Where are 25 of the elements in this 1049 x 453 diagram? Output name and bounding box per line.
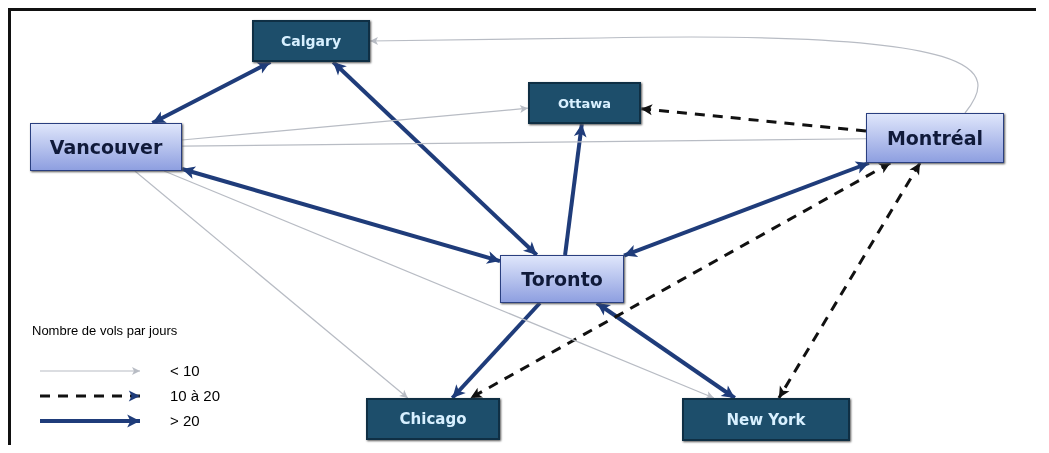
flight-arrow — [163, 170, 715, 399]
flight-arrow — [369, 36, 979, 114]
city-box: Vancouver — [30, 123, 182, 171]
flight-arrow — [331, 60, 539, 257]
flight-arrow — [469, 161, 892, 400]
legend-label: < 10 — [170, 362, 200, 379]
flight-arrow — [640, 104, 867, 133]
flight-arrow — [595, 301, 736, 400]
flight-arrow — [777, 162, 922, 399]
legend-label: 10 à 20 — [170, 387, 221, 404]
flight-arrow — [563, 123, 587, 256]
city-box: Ottawa — [528, 82, 641, 124]
flight-arrow — [134, 170, 409, 399]
flight-arrow — [181, 166, 501, 264]
flight-arrow — [450, 301, 542, 400]
flight-arrow — [181, 104, 529, 141]
city-box: Toronto — [500, 255, 624, 303]
city-box: Montréal — [866, 113, 1004, 163]
city-box: Calgary — [252, 20, 370, 62]
flight-arrow — [151, 60, 272, 125]
legend-label: > 20 — [170, 412, 200, 429]
city-box: New York — [682, 398, 850, 441]
legend-title: Nombre de vols par jours — [32, 323, 178, 338]
flight-arrow — [623, 161, 870, 258]
city-box: Chicago — [366, 398, 500, 440]
